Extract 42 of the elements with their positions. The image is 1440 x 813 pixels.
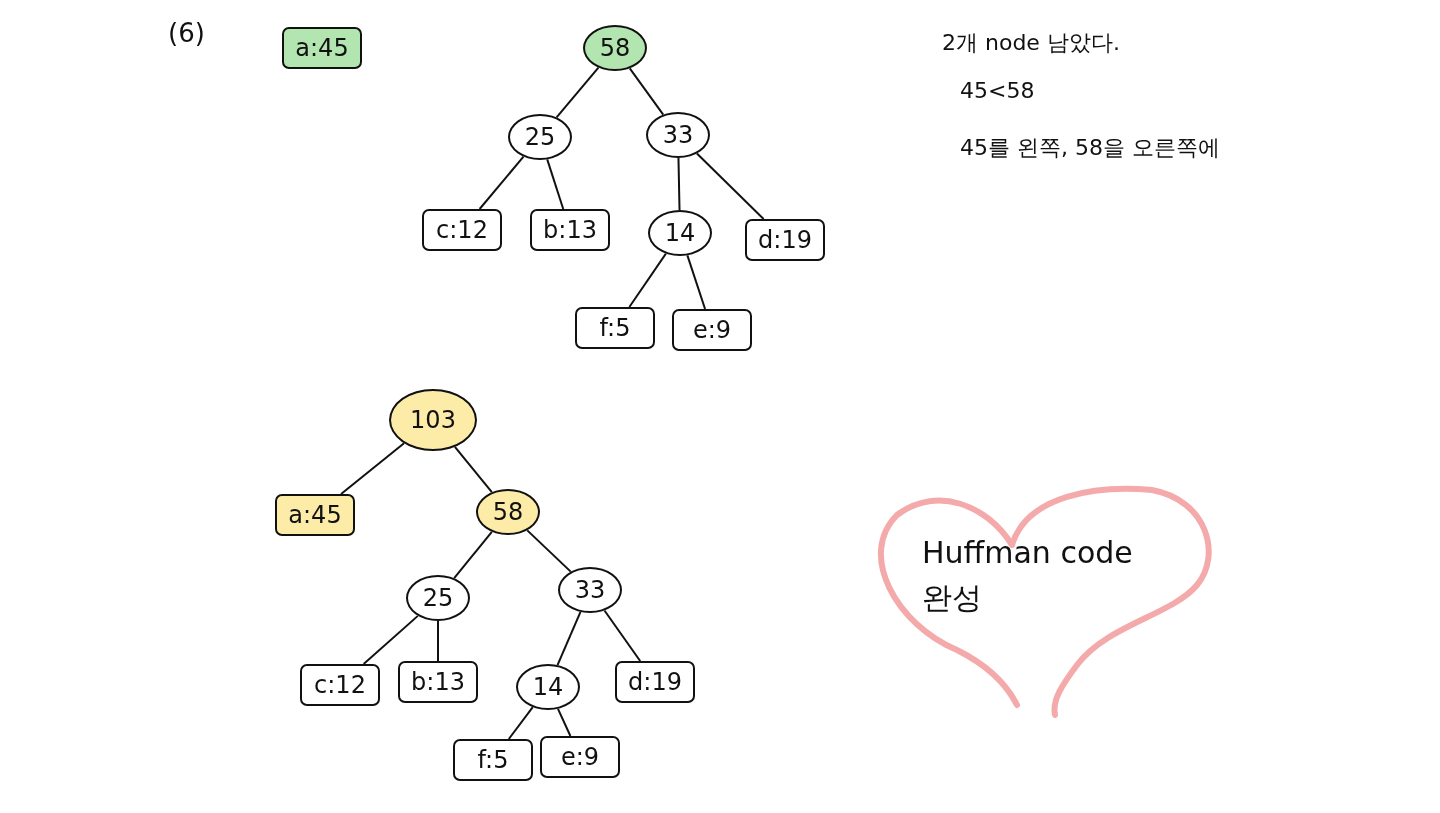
note-text: 2개 node 남았다. (942, 29, 1120, 57)
tree-branch-line (453, 530, 493, 580)
note-text: 45<58 (960, 78, 1035, 103)
tree-branch-line (546, 158, 565, 210)
tree-branch-line (437, 620, 439, 662)
leaf-node-box: a:45 (282, 27, 362, 69)
leaf-node-box: e:9 (540, 736, 620, 778)
tree-branch-line (628, 67, 665, 116)
tree-branch-line (603, 609, 642, 662)
tree-branch-line (677, 157, 681, 211)
leaf-node-box: f:5 (453, 739, 533, 781)
tree-node-circle: 58 (583, 25, 647, 71)
tree-node-circle: 25 (406, 575, 470, 621)
tree-branch-line (362, 614, 419, 665)
heart-text: Huffman code 완성 (922, 534, 1134, 617)
tree-branch-line (507, 706, 534, 740)
tree-branch-line (695, 152, 765, 220)
tree-node-circle: 58 (476, 489, 540, 535)
tree-node-circle: 25 (508, 114, 572, 160)
tree-node-circle: 14 (516, 664, 580, 710)
tree-branch-line (555, 66, 600, 119)
tree-branch-line (557, 707, 572, 737)
tree-branch-line (340, 442, 405, 495)
tree-branch-line (686, 254, 707, 310)
tree-node-circle: 33 (558, 567, 622, 613)
leaf-node-box: d:19 (745, 219, 825, 261)
tree-branch-line (478, 155, 525, 210)
leaf-node-box: e:9 (672, 309, 752, 351)
tree-node-circle: 14 (648, 210, 712, 256)
tree-branch-line (526, 529, 572, 573)
tree-node-circle: 33 (646, 112, 710, 158)
step-number: (6) (168, 18, 205, 48)
leaf-node-box: f:5 (575, 307, 655, 349)
leaf-node-box: b:13 (398, 661, 478, 703)
leaf-node-box: c:12 (300, 664, 380, 706)
leaf-node-box: d:19 (615, 661, 695, 703)
leaf-node-box: c:12 (422, 209, 502, 251)
tree-branch-line (556, 610, 582, 667)
note-text: 45를 왼쪽, 58을 오른쪽에 (960, 134, 1220, 162)
tree-node-circle: 103 (389, 389, 477, 451)
leaf-node-box: a:45 (275, 494, 355, 536)
leaf-node-box: b:13 (530, 209, 610, 251)
